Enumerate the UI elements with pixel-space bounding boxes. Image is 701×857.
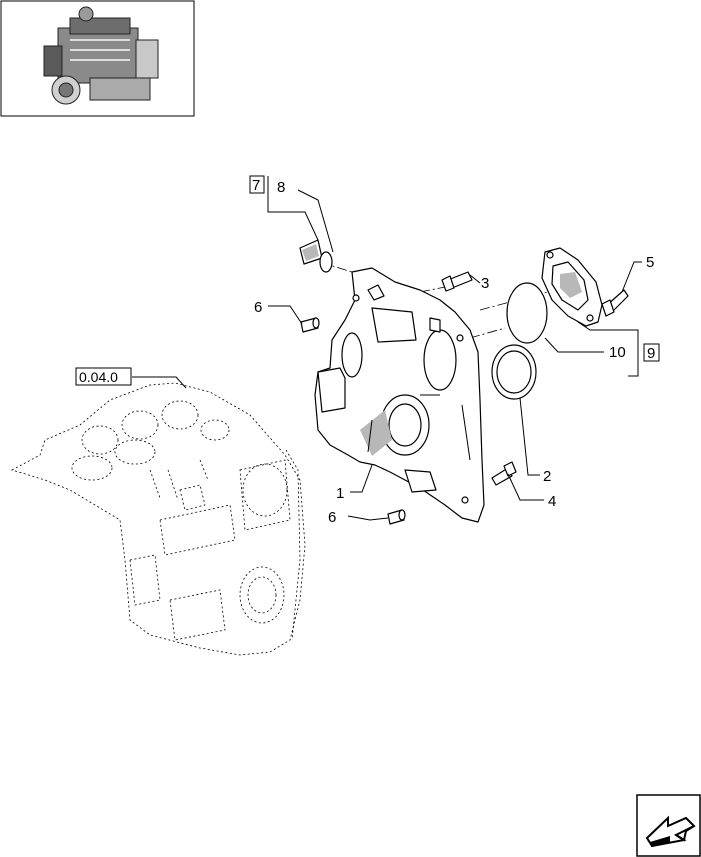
bolt-part-3[interactable]	[441, 271, 473, 292]
engine-block-outline	[10, 382, 306, 656]
dowel-pin-upper[interactable]	[300, 317, 320, 333]
callout-6-upper[interactable]: 6	[254, 299, 262, 316]
callout-2[interactable]: 2	[543, 468, 551, 485]
cover-plate-part-9[interactable]	[541, 247, 603, 327]
o-ring-part-10[interactable]	[506, 282, 548, 344]
callout-6-lower[interactable]: 6	[328, 509, 336, 526]
callout-8[interactable]: 8	[277, 179, 285, 196]
svg-text:9: 9	[647, 345, 655, 362]
assembly-axis-line	[319, 261, 556, 339]
callout-5[interactable]: 5	[646, 254, 654, 271]
engine-thumbnail[interactable]	[0, 0, 195, 117]
callout-1[interactable]: 1	[336, 485, 344, 502]
callout-4[interactable]: 4	[548, 493, 556, 510]
reference-0-04-0[interactable]: 0.04.0	[75, 367, 132, 386]
bolt-part-4[interactable]	[491, 461, 517, 486]
plug-part-8[interactable]	[299, 239, 333, 273]
dowel-pin-lower[interactable]	[387, 509, 406, 525]
callout-7[interactable]: 7	[249, 175, 265, 194]
svg-text:7: 7	[252, 177, 260, 194]
next-page-button[interactable]	[636, 794, 701, 857]
callout-3[interactable]: 3	[481, 275, 489, 292]
engine-thumbnail-icon	[43, 6, 159, 105]
timing-gear-housing[interactable]	[314, 267, 485, 523]
callout-9[interactable]: 9	[643, 343, 660, 362]
callout-10[interactable]: 10	[609, 344, 626, 361]
svg-text:0.04.0: 0.04.0	[79, 369, 118, 385]
leader-lines	[132, 176, 642, 521]
seal-ring-part-2[interactable]	[491, 344, 537, 400]
next-page-arrow-icon	[645, 815, 696, 848]
bolt-part-5[interactable]	[601, 289, 629, 317]
